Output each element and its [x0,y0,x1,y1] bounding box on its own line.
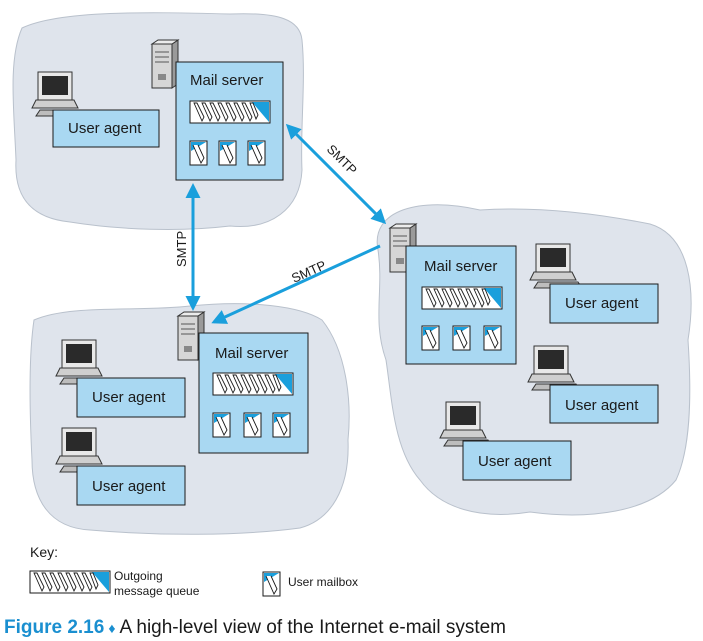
user-agent-right-2: User agent [527,345,659,424]
user-agent-top: User agent [31,71,160,148]
smtp-label: SMTP [289,257,328,285]
mailbox-icon [272,412,291,438]
mail-server-label: Mail server [424,258,497,275]
user-agent-label: User agent [68,120,142,137]
user-agent-box [76,465,186,506]
user-agent-label: User agent [565,397,639,414]
caption-text: A high-level view of the Internet e-mail… [119,617,506,638]
mailbox-icon [218,140,237,166]
caption-separator: ♦ [108,620,116,636]
key-queue-label-1: Outgoing [114,569,163,583]
mail-server-right: Mail server [389,223,517,365]
mail-server-top: Mail server [151,39,284,181]
user-agent-right-3: User agent [439,401,572,481]
user-agent-right-1: User agent [529,243,659,324]
key-title: Key: [30,544,58,560]
mailbox-icon [243,412,262,438]
user-agent-label: User agent [92,478,166,495]
figure-caption: Figure 2.16♦A high-level view of the Int… [4,617,506,639]
mail-server-bottom: Mail server [177,311,309,454]
mailbox-icon [421,325,440,351]
smtp-label: SMTP [324,142,360,178]
smtp-arrow-top-right [285,123,387,225]
user-agent-box [76,377,186,418]
mailbox-icon [262,571,281,597]
outgoing-queue-icon [29,570,111,594]
outgoing-queue-icon [421,286,503,310]
key-legend: Key: Outgoing message queue User mailbox [29,544,358,598]
key-queue-label-2: message queue [114,584,200,598]
mailbox-icon [247,140,266,166]
outgoing-queue-icon [189,100,271,124]
mailbox-icon [189,140,208,166]
mail-server-label: Mail server [215,345,288,362]
mailbox-icon [483,325,502,351]
figure-number: Figure 2.16 [4,617,105,638]
key-mailbox-label: User mailbox [288,575,358,589]
user-agent-box [462,440,572,481]
mailbox-icon [452,325,471,351]
outgoing-queue-icon [212,372,294,396]
user-agent-box [549,283,659,324]
user-agent-bottom-2: User agent [55,427,186,506]
user-agent-label: User agent [92,389,166,406]
mailbox-icon [212,412,231,438]
user-agent-box [52,109,160,148]
smtp-label: SMTP [174,231,189,267]
user-agent-label: User agent [478,453,552,470]
user-agent-bottom-1: User agent [55,339,186,418]
user-agent-label: User agent [565,295,639,312]
user-agent-box [549,384,659,424]
smtp-arrow-right-to-bottom [211,244,381,324]
server-tower-icon [151,39,179,89]
mail-server-label: Mail server [190,72,263,89]
